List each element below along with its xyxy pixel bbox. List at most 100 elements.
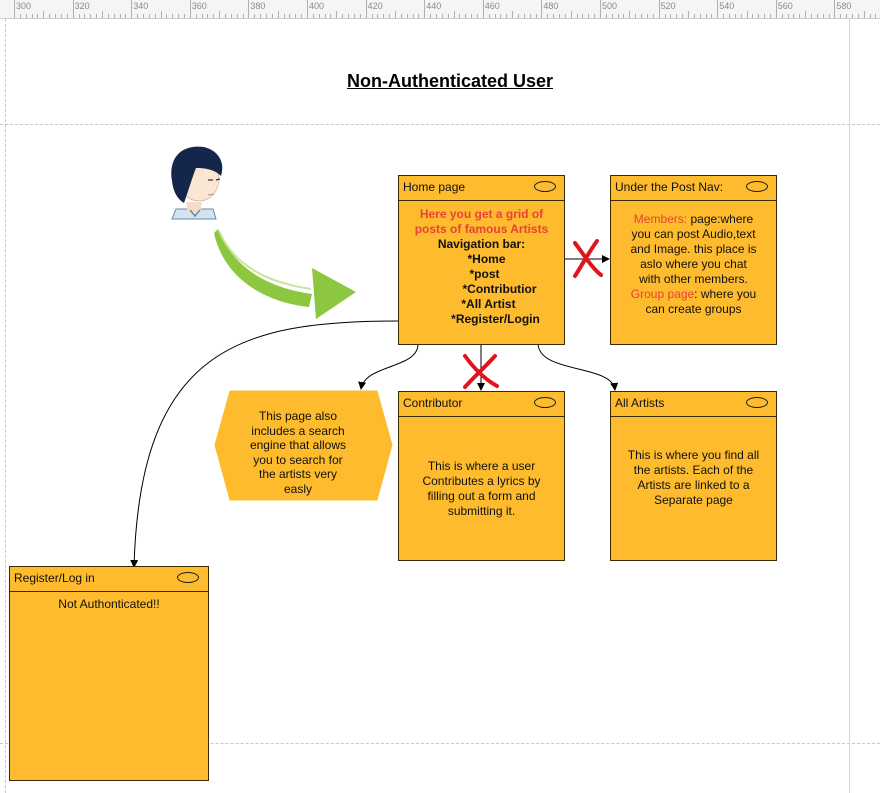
contributor-text: Contributes a lyrics by <box>422 474 541 488</box>
ruler-tick <box>641 14 642 18</box>
ruler-tick <box>225 14 226 18</box>
ruler-tick <box>846 14 848 18</box>
ruler-tick <box>506 14 508 18</box>
all-artists-card[interactable]: All Artists This is where you find all t… <box>610 391 777 561</box>
ruler-tick <box>295 14 297 18</box>
ruler-tick <box>72 0 74 18</box>
ruler-tick <box>734 14 736 18</box>
ruler-tick <box>787 14 789 18</box>
card-title: Home page <box>403 180 466 194</box>
connector-home-to-search-note[interactable] <box>358 343 419 390</box>
ruler-tick <box>488 14 490 18</box>
ruler-tick <box>178 14 180 18</box>
ruler-tick <box>781 14 783 18</box>
ruler-tick <box>131 0 133 18</box>
nav-item: *Register/Login <box>451 312 540 326</box>
ruler-tick <box>723 14 725 18</box>
ruler-tick <box>635 14 637 18</box>
ruler-tick <box>752 14 754 18</box>
ruler-tick <box>219 11 221 18</box>
post-nav-text: can create groups <box>645 302 742 316</box>
home-highlight-line: posts of famous Artists <box>414 222 549 236</box>
ruler-tick <box>769 14 771 18</box>
search-note-line: the artists very <box>258 467 338 482</box>
card-toggle-icon[interactable] <box>746 181 768 192</box>
ruler-tick <box>875 14 877 18</box>
register-status-text: Not Authonticated!! <box>58 597 160 611</box>
ruler-tick <box>529 14 531 18</box>
home-page-card[interactable]: Home page Here you get a grid of posts o… <box>398 175 565 345</box>
ruler-tick <box>19 14 21 18</box>
curved-green-arrow-icon <box>214 229 356 319</box>
diagram-title[interactable]: Non-Authenticated User <box>346 71 553 91</box>
page-break-top <box>0 124 880 125</box>
ruler-label: 400 <box>309 1 325 11</box>
ruler-tick <box>125 14 127 18</box>
ruler-tick <box>389 14 390 18</box>
ruler-label: 340 <box>133 1 149 11</box>
ruler-tick <box>406 14 408 18</box>
card-body: Here you get a grid of posts of famous A… <box>399 201 564 327</box>
ruler-tick <box>687 11 689 18</box>
ruler-tick <box>307 0 308 18</box>
search-note-hexagon[interactable] <box>214 390 393 501</box>
ruler-label: 380 <box>250 1 266 11</box>
ruler-tick <box>441 14 443 18</box>
ruler-tick <box>324 14 326 18</box>
ruler-tick <box>424 0 426 18</box>
all-artists-text: This is where you find all <box>627 448 760 462</box>
ruler-tick <box>418 14 420 18</box>
post-nav-card[interactable]: Under the Post Nav: Members: page:where … <box>610 175 777 345</box>
contributor-card[interactable]: Contributor This is where a user Contrib… <box>398 391 565 561</box>
all-artists-text: Separate page <box>654 493 733 507</box>
ruler-tick <box>213 14 215 18</box>
ruler-tick <box>447 14 449 18</box>
ruler-tick <box>66 14 68 18</box>
card-toggle-icon[interactable] <box>534 397 556 408</box>
ruler-label: 500 <box>602 1 618 11</box>
ruler-label: 300 <box>16 1 32 11</box>
ruler-tick <box>90 14 92 18</box>
ruler-tick <box>412 14 414 18</box>
ruler-tick <box>816 14 818 18</box>
ruler-tick <box>107 14 109 18</box>
ruler-tick <box>371 14 373 18</box>
connector-home-to-register[interactable] <box>130 320 399 568</box>
search-note-text: This page also includes a search engine … <box>233 409 363 497</box>
ruler-tick <box>160 11 162 18</box>
ruler-tick <box>840 14 842 18</box>
post-nav-text: you can post Audio,text <box>631 227 756 241</box>
card-toggle-icon[interactable] <box>534 181 556 192</box>
card-toggle-icon[interactable] <box>746 397 768 408</box>
ruler-tick <box>852 14 853 18</box>
card-header: Contributor <box>399 392 564 417</box>
nav-heading: Navigation bar: <box>437 237 526 251</box>
ruler-tick <box>693 14 695 18</box>
ruler-tick <box>547 14 549 18</box>
card-title: Register/Log in <box>14 571 95 585</box>
ruler-tick <box>348 14 349 18</box>
ruler-tick <box>822 14 824 18</box>
ruler-tick <box>869 14 871 18</box>
search-note-line: This page also <box>258 409 338 423</box>
card-header: Under the Post Nav: <box>611 176 776 201</box>
ruler-tick <box>113 14 115 18</box>
ruler-tick <box>740 14 742 18</box>
page-margin-left <box>5 19 6 793</box>
ruler-tick <box>482 0 484 18</box>
ruler-tick <box>541 0 543 18</box>
search-note-line: you to search for <box>253 452 343 467</box>
ruler-tick <box>682 14 683 18</box>
ruler-tick <box>553 14 555 18</box>
ruler-tick <box>863 11 865 18</box>
ruler-tick <box>400 14 402 18</box>
ruler-tick <box>119 14 121 18</box>
card-toggle-icon[interactable] <box>177 572 199 583</box>
ruler-tick <box>377 14 379 18</box>
nav-item: *Contributior <box>462 282 537 296</box>
ruler-tick <box>289 14 291 18</box>
card-body: Members: page:where you can post Audio,t… <box>611 201 776 317</box>
register-login-card[interactable]: Register/Log in Not Authonticated!! <box>9 566 209 781</box>
ruler-tick <box>430 14 432 18</box>
connector-home-to-all-artists[interactable] <box>537 343 619 391</box>
